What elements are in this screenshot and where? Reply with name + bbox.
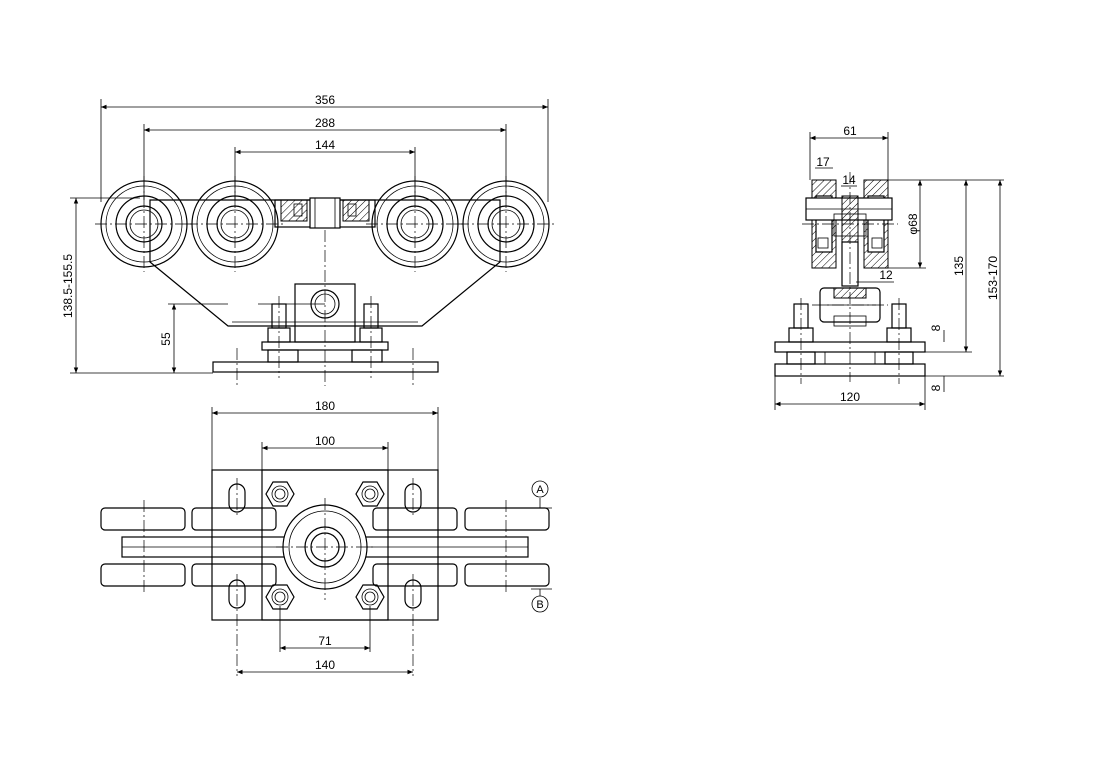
dim-bolt-spacing-top: 100	[261, 434, 389, 478]
slot-left-top	[228, 478, 246, 516]
dim-outer-wheel-spacing: 288	[143, 116, 507, 200]
side-axle	[805, 195, 893, 243]
dim-label-8-top: 8	[929, 324, 943, 331]
dim-label-180: 180	[315, 399, 335, 413]
top-view: 180 100	[100, 399, 552, 676]
dim-plate-thickness-top: 8	[929, 324, 945, 342]
slot-left-bottom	[228, 574, 246, 676]
dim-label-61: 61	[843, 124, 857, 138]
dim-label-153-170: 153-170	[986, 256, 1000, 300]
dim-plate-width: 180	[211, 399, 439, 470]
dim-label-12: 12	[879, 268, 893, 282]
hex-nut-2	[355, 481, 385, 507]
dim-label-8-bottom: 8	[929, 384, 943, 391]
dim-bolt-spacing-bottom: 71	[279, 606, 371, 652]
dim-label-144: 144	[315, 138, 335, 152]
center-bearing	[274, 197, 376, 229]
wheel-2	[186, 176, 284, 272]
top-wheel-row-upper	[100, 507, 550, 531]
dim-plate-thickness-bottom: 8	[929, 376, 945, 392]
hex-nut-3	[265, 584, 295, 610]
dim-label-14: 14	[842, 173, 856, 187]
dim-height-range: 138.5-155.5	[61, 197, 213, 374]
slot-right-bottom	[404, 574, 422, 676]
section-label-a: A	[536, 484, 544, 496]
side-lower-bearing	[812, 287, 888, 327]
dim-label-17: 17	[816, 155, 830, 169]
upper-plate	[261, 341, 389, 351]
dim-label-288: 288	[315, 116, 335, 130]
stud-left	[267, 296, 299, 378]
dim-label-height-range: 138.5-155.5	[61, 254, 75, 318]
carrier-body	[149, 199, 501, 327]
dim-height-135: 135	[925, 179, 972, 353]
dim-axle: 14	[841, 173, 857, 187]
dim-flange: 17	[815, 155, 833, 169]
dim-wheel-width: 61	[809, 124, 889, 180]
wheel-4	[457, 176, 555, 272]
dim-label-356: 356	[315, 93, 335, 107]
dim-side-plate-width: 120	[774, 376, 926, 410]
dim-label-135: 135	[952, 256, 966, 276]
stud-right	[351, 296, 383, 378]
section-label-b: B	[536, 599, 543, 611]
hex-nut-4	[355, 584, 385, 610]
side-view: 61 17 14	[774, 124, 1004, 410]
wheel-1	[95, 176, 193, 272]
side-mount-plate	[774, 363, 926, 377]
front-view: 356 288 144	[61, 93, 555, 386]
dim-label-140: 140	[315, 658, 335, 672]
dim-spacer: 12	[856, 268, 894, 283]
hex-nut-1	[265, 481, 295, 507]
mount-plate	[212, 361, 439, 373]
top-center-block	[261, 469, 389, 621]
dim-wheel-diameter: φ68	[888, 179, 926, 269]
dim-base-height: 55	[159, 303, 228, 373]
dim-label-100: 100	[315, 434, 335, 448]
dim-label-71: 71	[318, 634, 332, 648]
dim-slot-spacing: 140	[237, 658, 413, 675]
dim-overall-width: 356	[100, 93, 549, 202]
top-wheel-row-lower	[100, 563, 550, 587]
dim-label-120: 120	[840, 390, 860, 404]
side-stud-right	[884, 298, 914, 384]
side-stud-left	[786, 298, 816, 384]
dim-label-diameter: φ68	[906, 213, 920, 234]
wheel-3	[366, 176, 464, 272]
slot-right-top	[404, 478, 422, 516]
dim-label-55: 55	[159, 332, 173, 346]
section-marker-a: A	[531, 480, 552, 509]
dim-height-range-side: 153-170	[925, 179, 1004, 377]
top-center-hub	[276, 498, 374, 600]
side-upper-plate	[774, 341, 926, 353]
section-marker-b: B	[531, 588, 552, 613]
side-stem	[841, 241, 859, 287]
